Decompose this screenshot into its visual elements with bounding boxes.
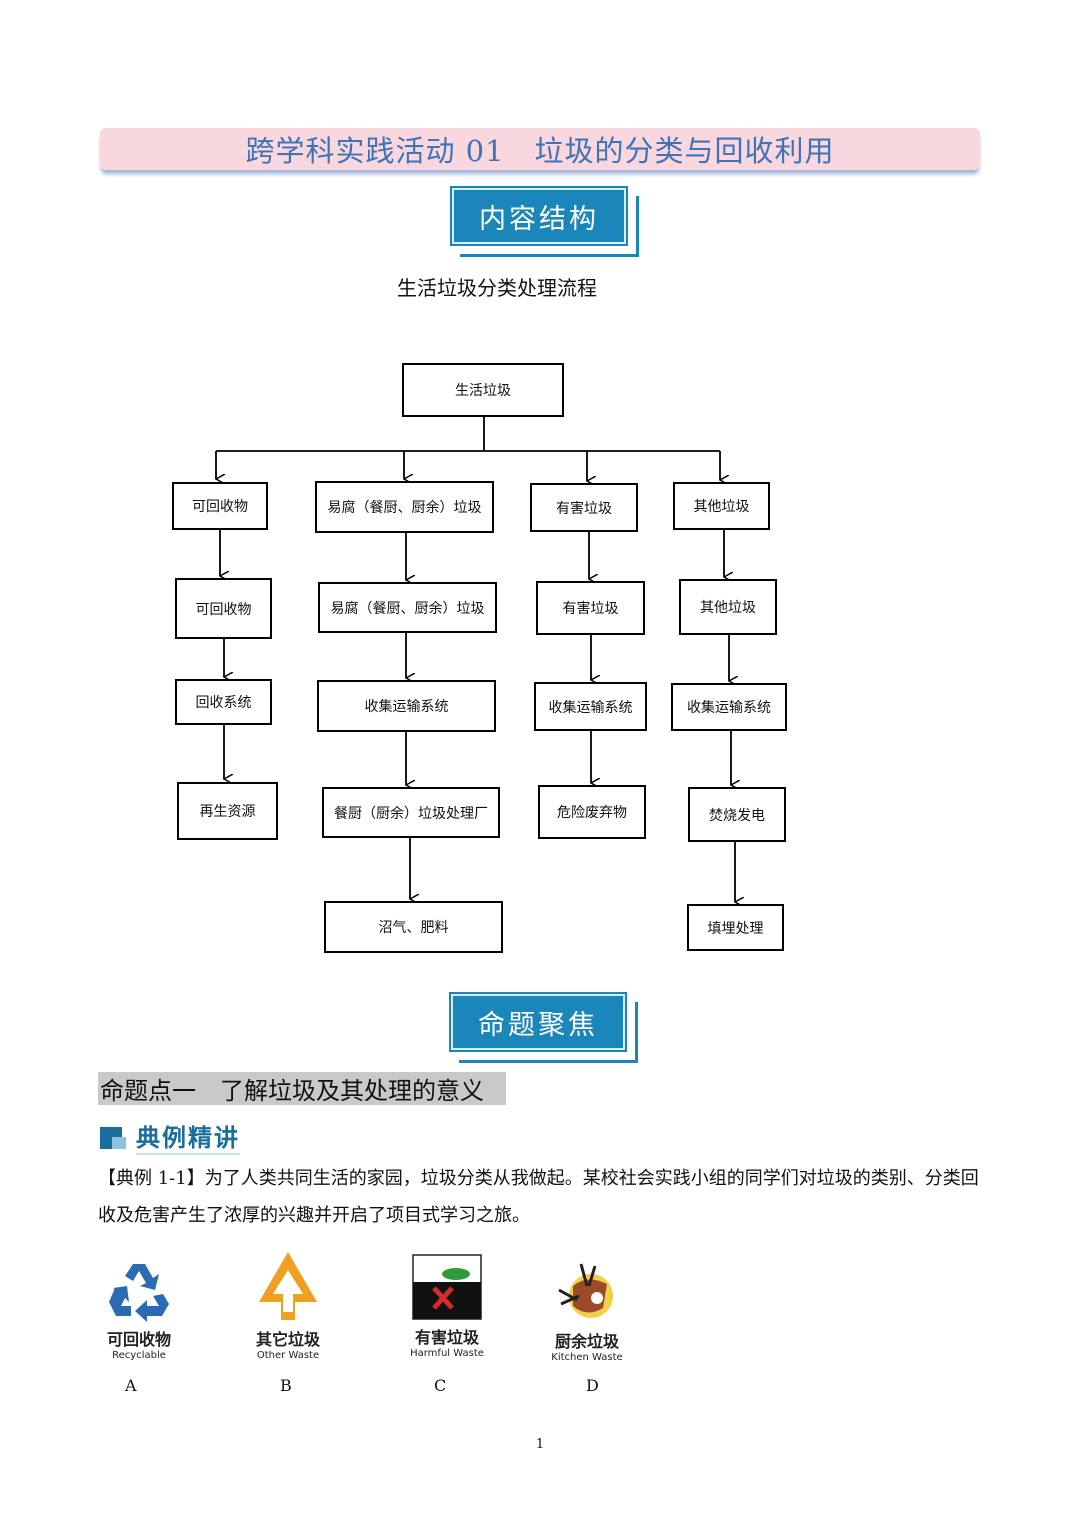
logo-cn-label: 厨余垃圾 xyxy=(554,1332,619,1351)
logo-en-label: Kitchen Waste xyxy=(551,1352,623,1363)
section-header-label: 命题聚焦 xyxy=(478,1009,598,1041)
logo-en-label: Other Waste xyxy=(256,1350,320,1361)
flowchart-title: 生活垃圾分类处理流程 xyxy=(397,276,597,300)
flow-box-perishable: 易腐（餐厨、厨余）垃圾 xyxy=(318,582,497,633)
recycle-icon xyxy=(109,1264,169,1322)
flow-box-renewable-resources: 再生资源 xyxy=(177,782,278,840)
example-heading: 典例精讲 xyxy=(100,1118,240,1155)
logo-cn-label: 可回收物 xyxy=(106,1330,171,1349)
flow-box-recyclable: 可回收物 xyxy=(175,578,272,639)
flowchart-connectors xyxy=(0,416,1080,1000)
logo-harmful-waste: 有害垃圾 Harmful Waste xyxy=(408,1254,486,1359)
logo-en-label: Harmful Waste xyxy=(410,1348,484,1359)
choice-letter-a: A xyxy=(125,1376,137,1395)
title-banner: 跨学科实践活动 01 垃圾的分类与回收利用 xyxy=(100,128,980,170)
flow-box-collection-transport-hazardous: 收集运输系统 xyxy=(534,682,647,731)
page-number: 1 xyxy=(535,1437,545,1452)
logo-recyclable: 可回收物 Recyclable xyxy=(98,1258,180,1361)
flow-box-other-category: 其他垃圾 xyxy=(673,482,770,530)
choice-letter-b: B xyxy=(280,1376,292,1395)
flow-box-root: 生活垃圾 xyxy=(402,363,564,417)
topic-title: 命题点一 了解垃圾及其处理的意义 xyxy=(100,1077,484,1105)
logo-kitchen-waste: 厨余垃圾 Kitchen Waste xyxy=(546,1256,628,1363)
choice-letter-c: C xyxy=(434,1376,447,1395)
flow-box-incineration-power: 焚烧发电 xyxy=(688,787,786,842)
flow-box-biogas-fertilizer: 沼气、肥料 xyxy=(324,901,503,953)
harmful-waste-icon xyxy=(412,1254,482,1320)
page-title: 跨学科实践活动 01 垃圾的分类与回收利用 xyxy=(245,134,835,168)
other-waste-icon xyxy=(259,1252,317,1320)
section-header-structure: 内容结构 xyxy=(450,186,639,257)
flow-box-perishable-category: 易腐（餐厨、厨余）垃圾 xyxy=(315,481,494,533)
example-heading-label: 典例精讲 xyxy=(136,1118,240,1155)
flow-box-hazardous: 有害垃圾 xyxy=(536,581,645,635)
choice-letter-d: D xyxy=(586,1376,599,1395)
flow-box-landfill: 填埋处理 xyxy=(687,904,784,951)
topic-heading: 命题点一 了解垃圾及其处理的意义 xyxy=(98,1072,506,1105)
flow-box-recyclable-category: 可回收物 xyxy=(172,482,268,530)
flow-box-hazardous-waste: 危险废弃物 xyxy=(538,785,646,839)
logo-cn-label: 其它垃圾 xyxy=(255,1330,320,1349)
logo-en-label: Recyclable xyxy=(112,1350,166,1361)
flow-box-recycling-system: 回收系统 xyxy=(175,679,272,725)
flow-box-kitchen-waste-plant: 餐厨（厨余）垃圾处理厂 xyxy=(322,787,500,838)
section-header-focus: 命题聚焦 xyxy=(449,992,638,1063)
flow-box-hazardous-category: 有害垃圾 xyxy=(530,483,638,532)
logo-cn-label: 有害垃圾 xyxy=(414,1328,479,1347)
flow-box-collection-transport-other: 收集运输系统 xyxy=(671,683,787,731)
flow-box-collection-transport-perishable: 收集运输系统 xyxy=(317,680,496,732)
flow-box-other: 其他垃圾 xyxy=(679,579,777,635)
example-text: 【典例 1-1】为了人类共同生活的家园，垃圾分类从我做起。某校社会实践小组的同学… xyxy=(98,1168,979,1226)
section-header-label: 内容结构 xyxy=(479,203,599,235)
kitchen-waste-icon xyxy=(558,1263,613,1318)
square-icon xyxy=(100,1123,126,1149)
logo-other-waste: 其它垃圾 Other Waste xyxy=(248,1250,328,1361)
